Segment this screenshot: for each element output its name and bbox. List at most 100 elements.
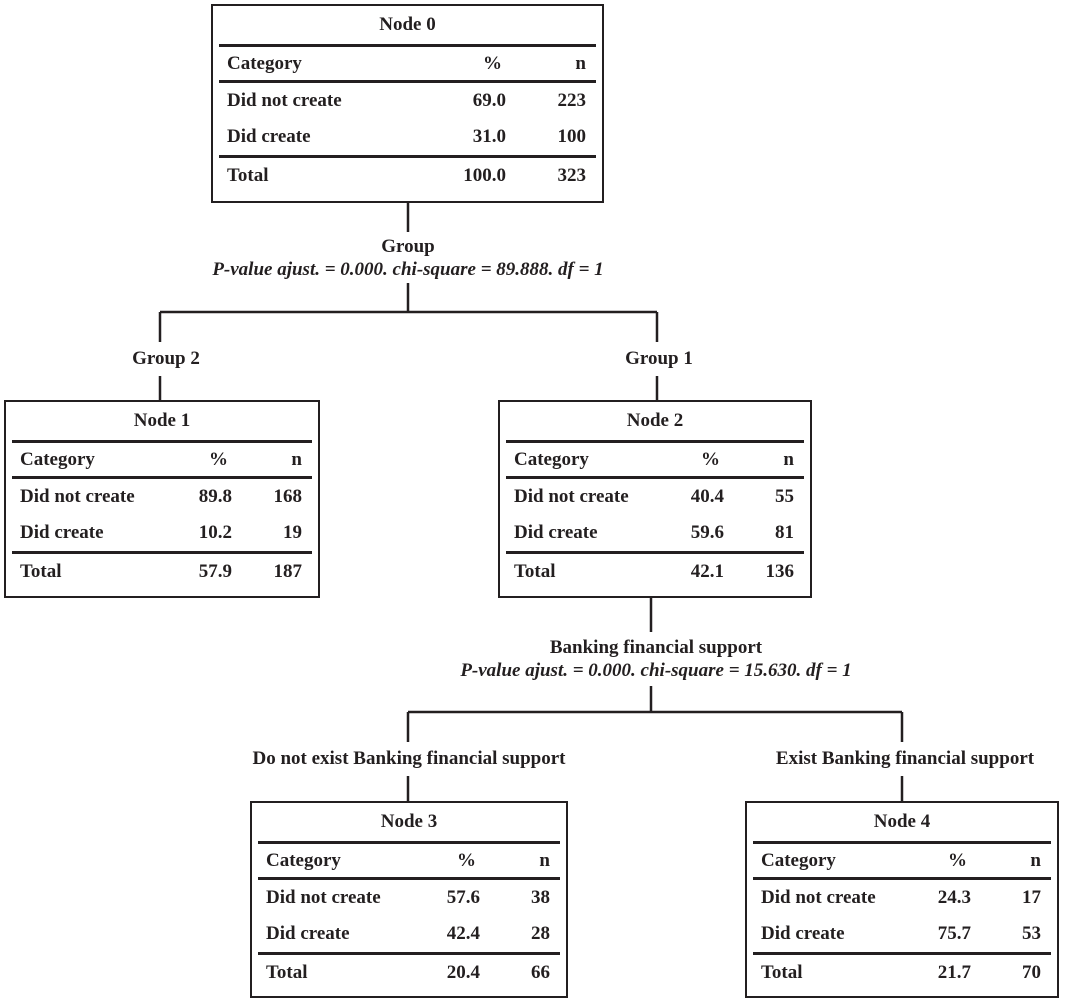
node-title: Node 0 <box>379 14 436 35</box>
category-cell: Did create <box>20 522 104 543</box>
table-row: Did not create 89.8 168 <box>12 478 312 516</box>
total-percent: 42.1 <box>677 551 724 590</box>
branch-label: Group 1 <box>625 348 693 369</box>
percent-cell: 24.3 <box>937 887 971 908</box>
column-header-category: Category <box>258 841 433 880</box>
node-title: Node 4 <box>873 811 931 832</box>
column-header-n: n <box>724 440 804 479</box>
table-row: Did not create 57.6 38 <box>258 879 560 917</box>
table-row: Did create 31.0 100 <box>219 119 596 157</box>
table-row: Did not create 24.3 17 <box>753 879 1051 917</box>
total-row: Total 57.9 187 <box>12 551 312 590</box>
count-cell: 17 <box>1022 887 1041 908</box>
table-row: Did not create 69.0 223 <box>219 82 596 120</box>
node-table: Category % n Did not create 57.6 38 Did … <box>258 841 560 991</box>
node-title: Node 3 <box>380 811 438 832</box>
total-count: 323 <box>506 155 596 194</box>
percent-cell: 59.6 <box>690 522 724 543</box>
total-percent: 57.9 <box>185 551 232 590</box>
count-cell: 19 <box>283 522 302 543</box>
tree-node-0: Node 0 Category % n Did not create 69.0 … <box>211 4 604 203</box>
percent-cell: 10.2 <box>198 522 232 543</box>
total-count: 136 <box>724 551 804 590</box>
tree-node-3: Node 3 Category % n Did not create 57.6 … <box>250 801 568 998</box>
total-label: Total <box>753 952 925 991</box>
total-row: Total 42.1 136 <box>506 551 804 590</box>
category-cell: Did create <box>761 923 845 944</box>
column-header-category: Category <box>506 440 678 479</box>
count-cell: 38 <box>531 887 550 908</box>
total-percent: 21.7 <box>924 952 971 991</box>
table-header-row: Category % n <box>258 841 560 880</box>
tree-node-4: Node 4 Category % n Did not create 24.3 … <box>745 801 1059 998</box>
node-table: Category % n Did not create 89.8 168 Did… <box>12 440 312 590</box>
split-statistics-label: P-value ajust. = 0.000. chi-square = 89.… <box>212 259 604 280</box>
node-table: Category % n Did not create 40.4 55 Did … <box>506 440 804 590</box>
column-header-percent: % <box>924 841 971 880</box>
node-title: Node 2 <box>626 410 684 431</box>
count-cell: 168 <box>273 486 303 507</box>
count-cell: 223 <box>557 90 587 111</box>
total-row: Total 20.4 66 <box>258 952 560 991</box>
column-header-category: Category <box>12 440 186 479</box>
category-cell: Did not create <box>761 887 876 908</box>
count-cell: 81 <box>775 522 794 543</box>
branch-label: Group 2 <box>132 348 200 369</box>
total-label: Total <box>258 952 433 991</box>
total-row: Total 21.7 70 <box>753 952 1051 991</box>
table-row: Did create 10.2 19 <box>12 515 312 553</box>
count-cell: 53 <box>1022 923 1041 944</box>
branch-label: Exist Banking financial support <box>775 748 1035 769</box>
column-header-n: n <box>232 440 312 479</box>
total-label: Total <box>506 551 678 590</box>
column-header-category: Category <box>753 841 925 880</box>
tree-node-2: Node 2 Category % n Did not create 40.4 … <box>498 400 812 598</box>
category-cell: Did not create <box>514 486 629 507</box>
split-variable-label: Group <box>381 236 435 257</box>
category-cell: Did not create <box>227 90 342 111</box>
split-statistics-label: P-value ajust. = 0.000. chi-square = 15.… <box>460 660 852 681</box>
table-header-row: Category % n <box>506 440 804 479</box>
column-header-percent: % <box>677 440 724 479</box>
table-header-row: Category % n <box>219 44 596 83</box>
total-percent: 100.0 <box>431 155 506 194</box>
column-header-percent: % <box>431 44 506 83</box>
percent-cell: 69.0 <box>472 90 506 111</box>
column-header-n: n <box>506 44 596 83</box>
table-row: Did not create 40.4 55 <box>506 478 804 516</box>
category-cell: Did not create <box>266 887 381 908</box>
column-header-n: n <box>480 841 560 880</box>
node-table: Category % n Did not create 24.3 17 Did … <box>753 841 1051 991</box>
percent-cell: 42.4 <box>446 923 480 944</box>
percent-cell: 40.4 <box>690 486 724 507</box>
category-cell: Did not create <box>20 486 135 507</box>
count-cell: 28 <box>531 923 550 944</box>
count-cell: 55 <box>775 486 794 507</box>
column-header-category: Category <box>219 44 432 83</box>
total-label: Total <box>219 155 432 194</box>
category-cell: Did create <box>266 923 350 944</box>
total-count: 187 <box>232 551 312 590</box>
split-variable-label: Banking financial support <box>549 637 763 658</box>
total-label: Total <box>12 551 186 590</box>
total-count: 70 <box>971 952 1051 991</box>
percent-cell: 89.8 <box>198 486 232 507</box>
node-title: Node 1 <box>133 410 191 431</box>
percent-cell: 75.7 <box>937 923 971 944</box>
table-row: Did create 59.6 81 <box>506 515 804 553</box>
table-row: Did create 75.7 53 <box>753 916 1051 954</box>
tree-node-1: Node 1 Category % n Did not create 89.8 … <box>4 400 320 598</box>
count-cell: 100 <box>557 126 587 147</box>
category-cell: Did create <box>514 522 598 543</box>
column-header-n: n <box>971 841 1051 880</box>
table-header-row: Category % n <box>12 440 312 479</box>
category-cell: Did create <box>227 126 311 147</box>
table-header-row: Category % n <box>753 841 1051 880</box>
table-row: Did create 42.4 28 <box>258 916 560 954</box>
column-header-percent: % <box>185 440 232 479</box>
total-row: Total 100.0 323 <box>219 155 596 194</box>
column-header-percent: % <box>432 841 480 880</box>
total-count: 66 <box>480 952 560 991</box>
node-table: Category % n Did not create 69.0 223 Did… <box>219 44 596 194</box>
